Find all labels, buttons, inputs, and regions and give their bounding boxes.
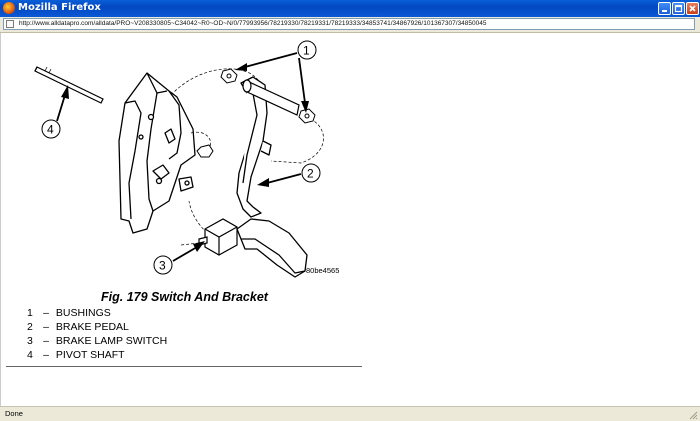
legend-item: 2– BRAKE PEDAL [27,321,129,333]
legend-item: 4– PIVOT SHAFT [27,349,125,361]
maximize-button[interactable] [672,2,685,15]
status-text: Done [5,409,23,418]
resize-grip-icon[interactable] [688,410,698,420]
svg-text:3: 3 [159,259,166,273]
svg-text:2: 2 [307,167,314,181]
callout-3: 3 [153,241,205,275]
pivot-tube-drawing [242,79,300,116]
minimize-button[interactable] [658,2,671,15]
url-text: http://www.alldatapro.com/alldata/PRO~V2… [19,20,487,27]
minimize-icon [662,10,667,12]
figure-caption: Fig. 179 Switch And Bracket [101,290,268,304]
bracket-drawing [118,72,196,234]
brake-lamp-switch-drawing [198,218,238,256]
switch-bracket-diagram: 1 2 3 4 [34,40,324,278]
window-title: Mozilla Firefox [18,2,101,13]
svg-text:4: 4 [47,123,54,137]
alignment-lines [170,68,324,246]
maximize-icon [674,4,683,13]
callout-1: 1 [235,40,317,113]
page-icon [6,20,14,28]
figure-code: 80be4565 [306,266,340,275]
address-bar: http://www.alldatapro.com/alldata/PRO~V2… [0,17,700,33]
title-bar: Mozilla Firefox [0,0,700,17]
brake-pedal-drawing [236,76,308,278]
status-bar: Done [0,406,700,421]
firefox-icon [3,2,15,14]
callout-4: 4 [41,85,69,139]
page-content: 1 2 3 4 80be4565 Fig. 179 Switch [0,33,700,406]
close-icon [689,5,696,12]
legend-item: 1– BUSHINGS [27,307,111,319]
nut-bracket [196,144,214,158]
callout-2: 2 [257,163,321,187]
bushing-left [220,68,238,84]
url-field[interactable]: http://www.alldatapro.com/alldata/PRO~V2… [3,18,695,30]
pivot-shaft-drawing [34,66,104,104]
legend-item: 3– BRAKE LAMP SWITCH [27,335,168,347]
bushing-right [298,108,316,124]
svg-text:1: 1 [303,44,310,58]
close-button[interactable] [686,2,699,15]
divider [6,366,362,367]
